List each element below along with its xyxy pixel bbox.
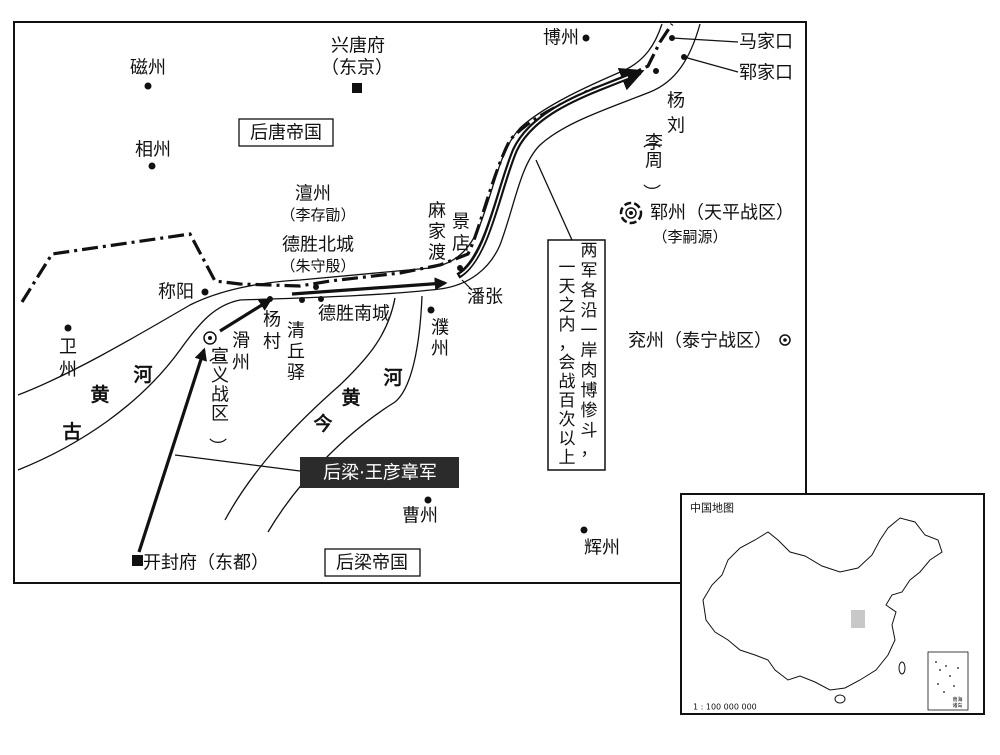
city-dot-cizhou bbox=[144, 82, 152, 90]
city-dot-bozhou bbox=[582, 34, 590, 42]
label-cizhou: 磁州 bbox=[130, 58, 166, 79]
empire-box-houliang bbox=[324, 548, 421, 577]
label-panzhang: 潘张 bbox=[467, 287, 503, 308]
city-dot-yangliu bbox=[653, 68, 659, 74]
label-houliang: 后梁帝国 bbox=[336, 553, 408, 574]
route-arrow-kaifeng-huazhou bbox=[137, 347, 207, 553]
capital-square-xingtangfu bbox=[352, 83, 362, 93]
china-outline bbox=[702, 517, 943, 691]
label-xiangzhou: 相州 bbox=[135, 140, 171, 161]
city-dot-majiakou bbox=[669, 35, 675, 41]
label-caozhou: 曹州 bbox=[402, 506, 438, 527]
route-arrow-along-river bbox=[291, 277, 448, 296]
city-dot-yangcun bbox=[267, 296, 273, 302]
city-dot-jingdian bbox=[457, 265, 463, 271]
modern-river-west-bank bbox=[224, 297, 396, 521]
city-dot-deshengbei bbox=[313, 284, 319, 290]
city-dot-xiangzhou bbox=[148, 162, 156, 170]
label-huazhou: 滑州 bbox=[232, 331, 250, 374]
label-xingtangfu: 兴唐府 bbox=[331, 36, 385, 57]
river-south-bank bbox=[17, 23, 701, 471]
label-bozhou: 博州 bbox=[543, 28, 579, 49]
label-majiadu: 麻家渡 bbox=[428, 201, 446, 264]
battle-note-column-left: 一天之内，会战百次以上 bbox=[559, 258, 576, 468]
taiwan-island bbox=[898, 661, 906, 675]
label-majiakou: 马家口 bbox=[739, 32, 793, 53]
label-lizhou-general: （李周） bbox=[640, 131, 663, 202]
army-box-wang-yanzhang bbox=[300, 457, 459, 488]
capital-square-kaifeng bbox=[132, 555, 143, 566]
label-yangcun: 杨村 bbox=[263, 310, 281, 353]
city-dot-caozhou bbox=[424, 496, 432, 504]
city-dot-huizhou bbox=[580, 526, 588, 534]
label-huizhou: 辉州 bbox=[584, 538, 620, 559]
label-yunjiakou: 郓家口 bbox=[739, 63, 793, 84]
label-yunzhou: 郓州（天平战区） bbox=[650, 203, 794, 224]
yunjiakou-leader-line bbox=[683, 56, 739, 73]
label-deshengbei: 德胜北城 bbox=[282, 235, 354, 256]
military-district-marker-yanzhou bbox=[779, 334, 791, 346]
label-chengyang: 称阳 bbox=[158, 282, 194, 303]
label-licunxu: （李存勖） bbox=[280, 206, 355, 224]
majiakou-leader-line bbox=[671, 37, 739, 43]
main-map-frame bbox=[13, 21, 807, 584]
south-sea-box bbox=[927, 651, 969, 711]
label-deshengnan: 德胜南城 bbox=[318, 304, 390, 325]
city-dot-qingqiuyi bbox=[299, 297, 305, 303]
label-wang-army: 后梁·王彦章军 bbox=[323, 463, 437, 484]
label-zhushouyin: （朱守殷） bbox=[280, 257, 355, 275]
inset-scale: 1 : 100 000 000 bbox=[693, 703, 757, 712]
city-dot-weizhou bbox=[64, 324, 72, 332]
city-dot-yunjiakou bbox=[681, 54, 687, 60]
military-district-marker-yunzhou bbox=[619, 201, 643, 225]
label-lisiyuan: （李嗣源） bbox=[652, 228, 727, 246]
label-yanzhou: 兖州（泰宁战区） bbox=[628, 331, 772, 352]
label-houtang: 后唐帝国 bbox=[250, 123, 322, 144]
army-leader-line bbox=[174, 454, 301, 472]
label-chanzhou: 澶州 bbox=[295, 184, 331, 205]
panzhang-leader-line bbox=[461, 279, 473, 291]
empire-box-houtang bbox=[238, 118, 334, 147]
modern-river-east-bank bbox=[267, 295, 423, 533]
hainan-island bbox=[834, 694, 846, 704]
south-sea-label: 南海诸岛 bbox=[952, 696, 962, 709]
label-kaifeng: 开封府（东都） bbox=[143, 553, 269, 574]
city-dot-puzhou bbox=[427, 306, 435, 314]
south-sea-islands bbox=[935, 661, 959, 693]
label-dongjing: （东京） bbox=[321, 58, 393, 79]
military-district-marker-huazhou bbox=[203, 331, 217, 345]
city-dot-deshengnan bbox=[318, 296, 324, 302]
inset-title: 中国地图 bbox=[690, 502, 734, 515]
battle-note-column-right: 两军各沿一岸肉博惨斗， bbox=[581, 241, 598, 460]
battle-note-box bbox=[547, 239, 606, 471]
label-qingqiuyi: 清丘驿 bbox=[287, 321, 305, 384]
region-highlight bbox=[851, 610, 865, 628]
city-dot-chengyang bbox=[201, 288, 209, 296]
label-jingdian: 景店 bbox=[452, 212, 470, 255]
note-leader-line bbox=[535, 159, 573, 241]
label-puzhou: 濮州 bbox=[431, 318, 449, 360]
route-arrow-huazhou-yangcun bbox=[219, 298, 273, 333]
route-arrow-inner-stripe bbox=[459, 76, 629, 276]
inset-china-map: 中国地图 南海诸岛 1 : 100 000 000 bbox=[680, 493, 985, 715]
